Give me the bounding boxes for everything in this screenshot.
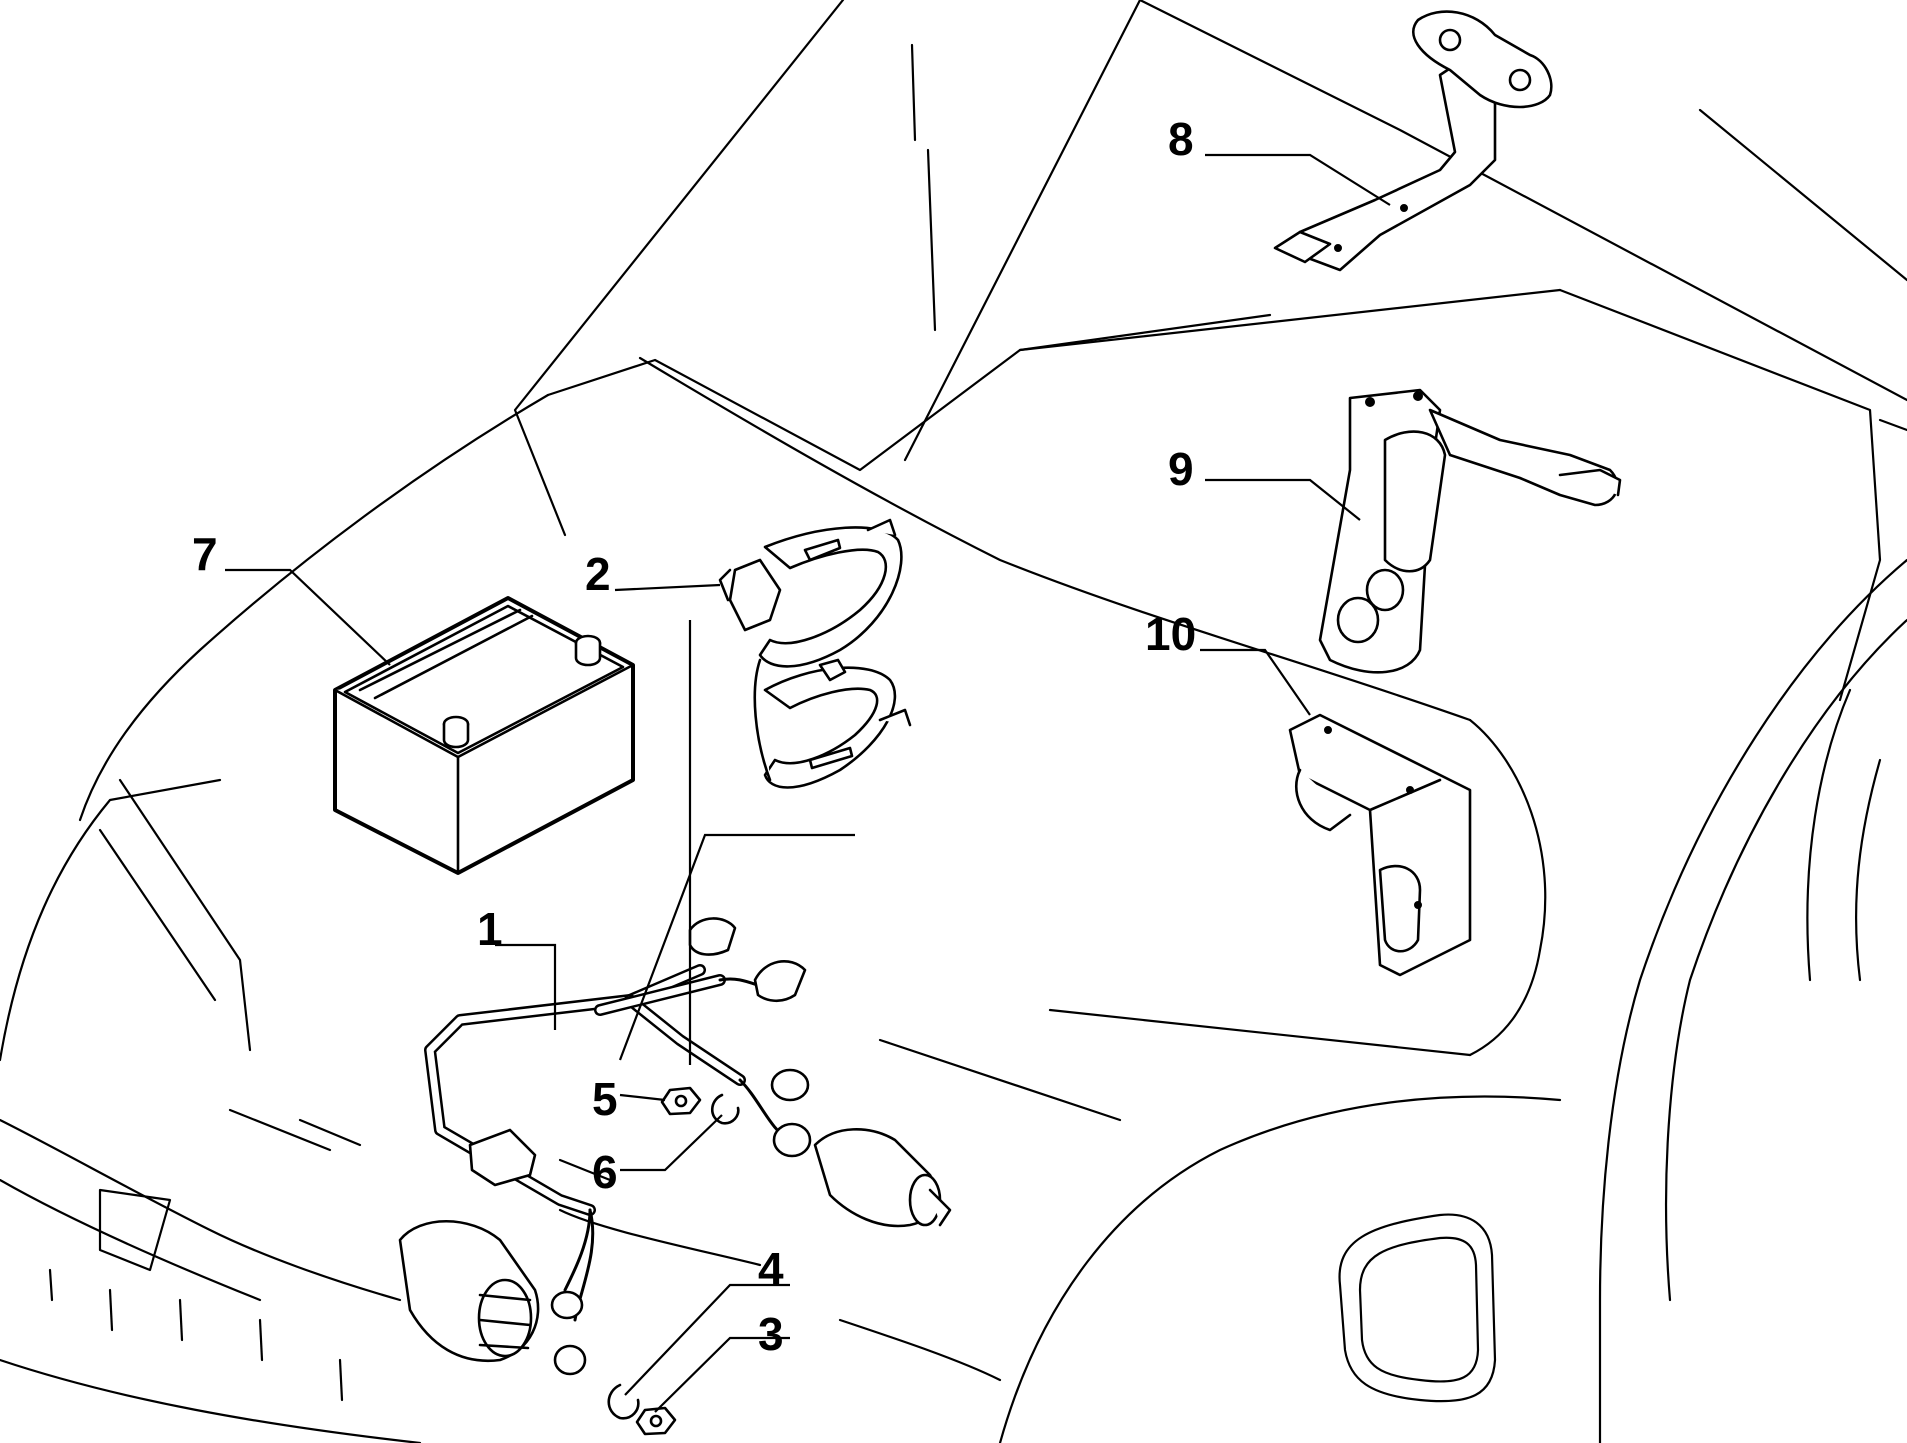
callout-3: 3 <box>758 1308 784 1360</box>
motor-component <box>398 1219 540 1363</box>
twin-cable-clip <box>718 518 912 789</box>
washer-4 <box>607 1383 640 1420</box>
callout-10: 10 <box>1145 608 1196 660</box>
actuator-component <box>813 1128 952 1228</box>
callout-5: 5 <box>592 1073 618 1125</box>
battery <box>333 596 635 875</box>
leader-lines <box>225 153 1391 1413</box>
bracket-10 <box>1288 713 1472 977</box>
callout-7: 7 <box>192 528 218 580</box>
callout-6: 6 <box>592 1146 618 1198</box>
callout-8: 8 <box>1168 113 1194 165</box>
callouts: 7 2 8 9 10 1 5 6 4 3 <box>192 113 1196 1360</box>
wiring-harness <box>424 917 812 1376</box>
washer-6 <box>710 1093 740 1125</box>
bracket-8 <box>1273 10 1553 272</box>
callout-2: 2 <box>585 548 611 600</box>
callout-1: 1 <box>477 903 503 955</box>
nut-3 <box>635 1406 677 1436</box>
callout-9: 9 <box>1168 443 1194 495</box>
callout-4: 4 <box>758 1243 784 1295</box>
nut-5 <box>660 1086 702 1116</box>
bracket-9 <box>1318 388 1622 674</box>
